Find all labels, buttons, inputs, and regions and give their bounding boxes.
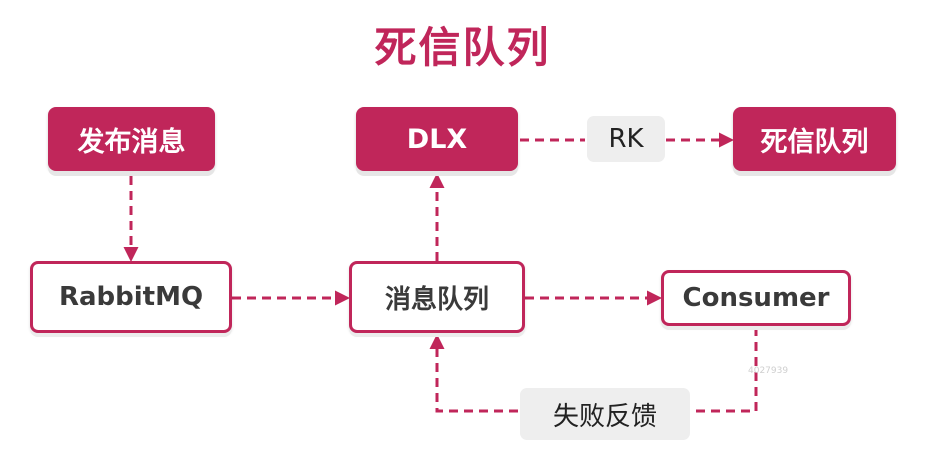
routing-key-label: RK: [608, 124, 644, 154]
publish-message-label: 发布消息: [77, 126, 186, 158]
rabbitmq-label: RabbitMQ: [58, 282, 204, 312]
arrow-consumer-feedback-right: [693, 327, 758, 413]
message-queue-node: 消息队列: [349, 261, 525, 333]
watermark-text: 4027939: [748, 366, 789, 376]
consumer-label: Consumer: [682, 283, 830, 313]
dead-letter-queue-node: 死信队列: [733, 107, 896, 171]
arrow-feedback-to-queue: [429, 334, 518, 413]
routing-key-tag: RK: [587, 116, 665, 162]
message-queue-label: 消息队列: [384, 284, 489, 315]
consumer-node: Consumer: [661, 270, 851, 326]
dlx-label: DLX: [406, 123, 468, 155]
diagram-title: 死信队列: [374, 23, 551, 72]
dlx-node: DLX: [356, 107, 518, 171]
failure-feedback-label: 失败反馈: [552, 401, 657, 432]
dead-letter-queue-label: 死信队列: [760, 126, 869, 158]
rabbitmq-node: RabbitMQ: [30, 261, 232, 333]
failure-feedback-tag: 失败反馈: [520, 388, 690, 440]
publish-message-node: 发布消息: [48, 107, 215, 171]
